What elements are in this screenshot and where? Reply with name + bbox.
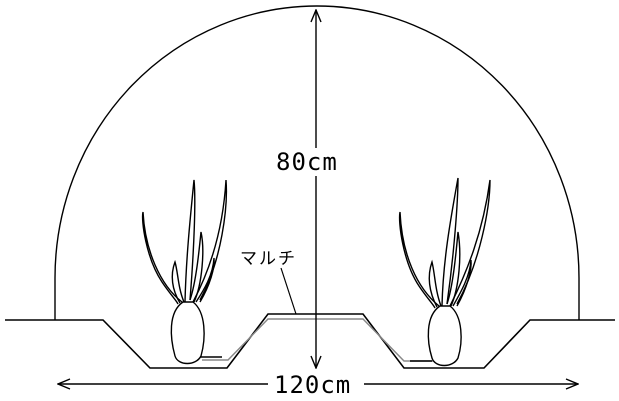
tunnel-arc xyxy=(54,5,580,320)
mulch-leader xyxy=(280,267,297,315)
height-label: 80cm xyxy=(276,148,338,176)
ground-profile xyxy=(5,313,615,369)
height-label-bg xyxy=(270,148,354,176)
width-label: 120cm xyxy=(274,371,351,399)
plant-right xyxy=(398,177,491,367)
mulch-label: マルチ xyxy=(240,249,297,269)
plant-left xyxy=(141,179,228,365)
